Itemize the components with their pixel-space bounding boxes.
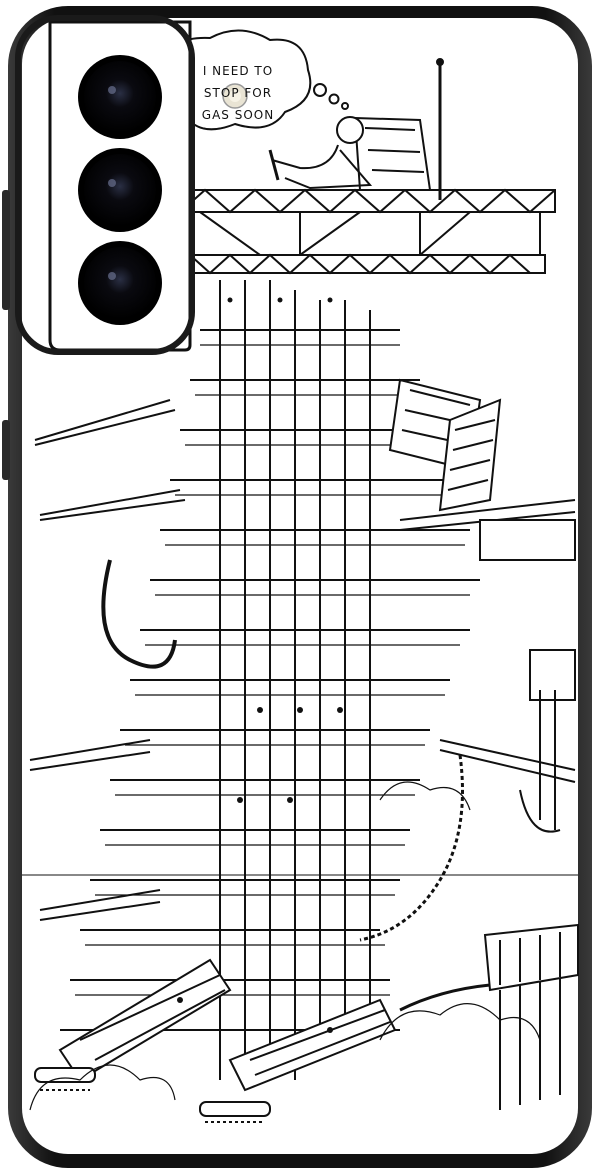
cloud-right: [379, 1003, 541, 1041]
camera-frame-border: [15, 15, 195, 355]
camera-lens-3: [78, 241, 162, 325]
bubble-line-3: GAS SOON: [201, 108, 275, 122]
bubble-line-1: I NEED TO: [202, 64, 274, 78]
cloud-left: [29, 1064, 176, 1111]
thought-bubble-text: I NEED TO STOP FOR GAS SOON: [168, 60, 308, 126]
side-button: [2, 190, 10, 310]
camera-lens-2: [78, 148, 162, 232]
side-button-lower: [2, 420, 10, 480]
bubble-line-2: STOP FOR: [203, 86, 273, 100]
cloud-mid: [379, 781, 471, 811]
camera-lens-1: [78, 55, 162, 139]
